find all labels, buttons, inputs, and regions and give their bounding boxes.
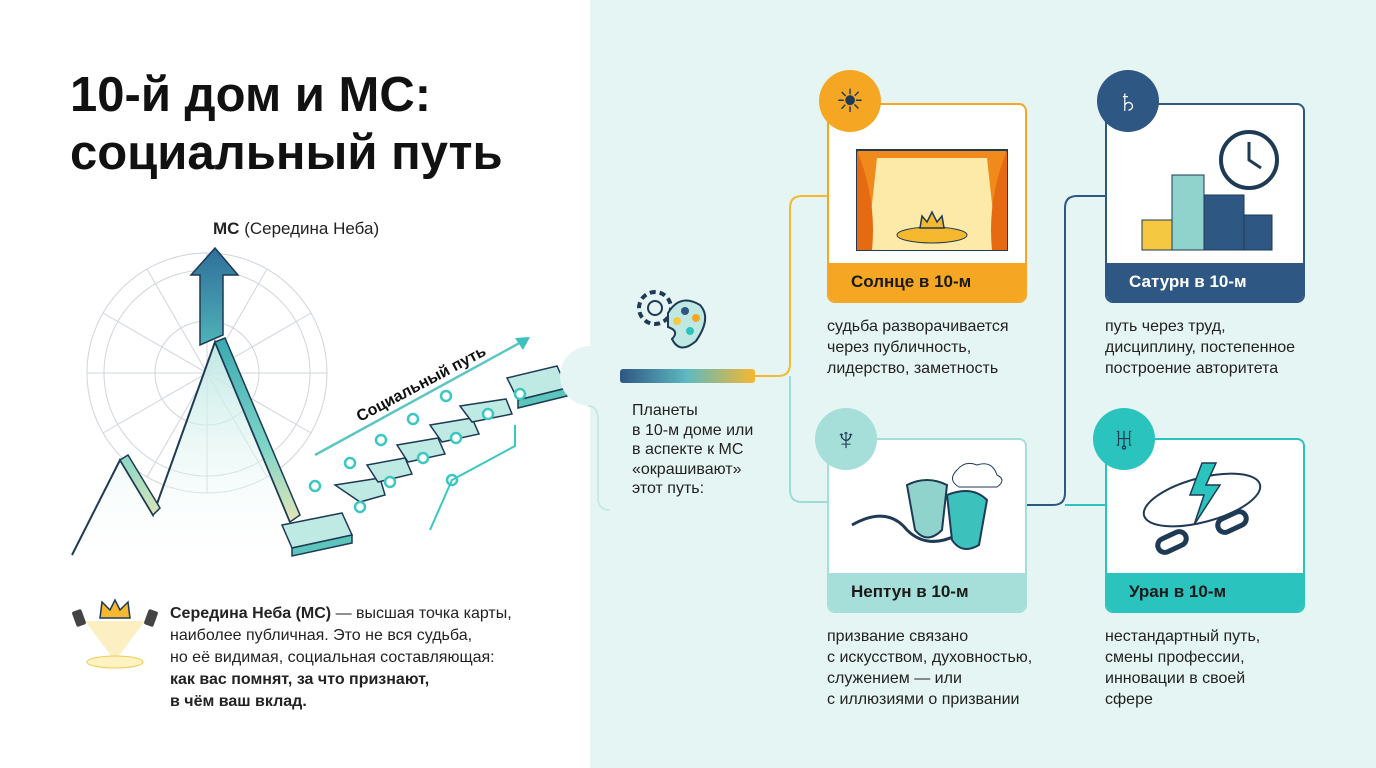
- desc-line: с иллюзиями о призвании: [827, 691, 1020, 708]
- note-line-2: наиболее публичная. Это не вся судьба,: [170, 627, 473, 644]
- lightning-chain-illustration: [1142, 462, 1262, 555]
- note-line-4: как вас помнят, за что признают,: [170, 671, 430, 688]
- card-neptune-desc: призвание связано с искусством, духовност…: [827, 626, 1032, 710]
- mc-note: Середина Неба (МС) — высшая точка карты,…: [170, 603, 512, 713]
- note-line-1: — высшая точка карты,: [331, 605, 512, 622]
- sun-icon: ☀: [819, 70, 881, 132]
- mc-label: МС (Середина Неба): [213, 219, 379, 239]
- desc-line: сфере: [1105, 691, 1153, 708]
- desc-line: лидерство, заметность: [827, 360, 999, 377]
- card-saturn-title: Сатурн в 10-м: [1107, 263, 1303, 301]
- desc-line: путь через труд,: [1105, 318, 1226, 335]
- desc-line: с искусством, духовностью,: [827, 649, 1033, 666]
- peak-fill: [72, 342, 290, 570]
- intro-line: «окрашивают»: [632, 460, 742, 478]
- card-neptune-title: Нептун в 10-м: [829, 573, 1025, 611]
- intro-line: в 10-м доме или: [632, 421, 754, 439]
- mc-diagram: Социальный путь: [71, 246, 569, 570]
- title-line-1: 10-й дом и МС:: [70, 68, 432, 122]
- intro-line: Планеты: [632, 402, 698, 419]
- card-uranus: Уран в 10-м: [1105, 438, 1305, 613]
- stair-nodes: [308, 387, 527, 514]
- gradient-bar: [620, 369, 755, 383]
- card-sun: Солнце в 10-м: [827, 103, 1027, 303]
- desc-line: инновации в своей: [1105, 670, 1246, 687]
- desc-line: нестандартный путь,: [1105, 628, 1261, 645]
- note-line-3: но её видимая, социальная составляющая:: [170, 649, 495, 666]
- card-sun-title: Солнце в 10-м: [829, 263, 1025, 301]
- path-arrow-head-icon: [515, 337, 530, 350]
- note-line-5: в чём ваш вклад.: [170, 693, 307, 710]
- card-uranus-title: Уран в 10-м: [1107, 573, 1303, 611]
- note-lead: Середина Неба (МС): [170, 605, 332, 622]
- desc-line: построение авторитета: [1105, 360, 1279, 377]
- uranus-icon: ♅: [1093, 408, 1155, 470]
- desc-line: через публичность,: [827, 339, 972, 356]
- intro-text: Планеты в 10-м доме или в аспекте к МС «…: [632, 401, 753, 499]
- saturn-icon: ♄: [1097, 70, 1159, 132]
- neptune-icon: ♆: [815, 408, 877, 470]
- blocks-clock-illustration: [1141, 130, 1279, 251]
- desc-line: судьба разворачивается: [827, 318, 1009, 335]
- path-arrow: [314, 338, 526, 457]
- intro-line: в аспекте к МС: [632, 441, 744, 458]
- intro-line: этот путь:: [632, 480, 705, 497]
- palette-gear-icon: [637, 290, 707, 349]
- card-neptune: Нептун в 10-м: [827, 438, 1027, 613]
- card-saturn-desc: путь через труд, дисциплину, постепенное п…: [1105, 316, 1295, 379]
- stage-crown-illustration: [856, 149, 1008, 251]
- stairs: [280, 365, 569, 557]
- card-sun-desc: судьба разворачивается через публичность,…: [827, 316, 1009, 379]
- desc-line: дисциплину, постепенное: [1105, 339, 1296, 356]
- desc-line: призвание связано: [827, 628, 969, 645]
- mc-abbr: МС: [213, 219, 240, 238]
- theatre-masks-illustration: [851, 462, 1003, 550]
- spotlight-crown-icon: [72, 598, 158, 669]
- card-saturn: Сатурн в 10-м: [1105, 103, 1305, 303]
- mc-full: (Середина Неба): [244, 219, 380, 238]
- title-line-2: социальный путь: [70, 126, 503, 180]
- mc-arrow-icon: [189, 246, 240, 347]
- page-title: 10-й дом и МС: социальный путь: [70, 66, 503, 182]
- peak-band: [118, 337, 301, 524]
- desc-line: смены профессии,: [1105, 649, 1245, 666]
- card-uranus-desc: нестандартный путь, смены профессии, иннов…: [1105, 626, 1260, 710]
- desc-line: служением — или: [827, 670, 962, 687]
